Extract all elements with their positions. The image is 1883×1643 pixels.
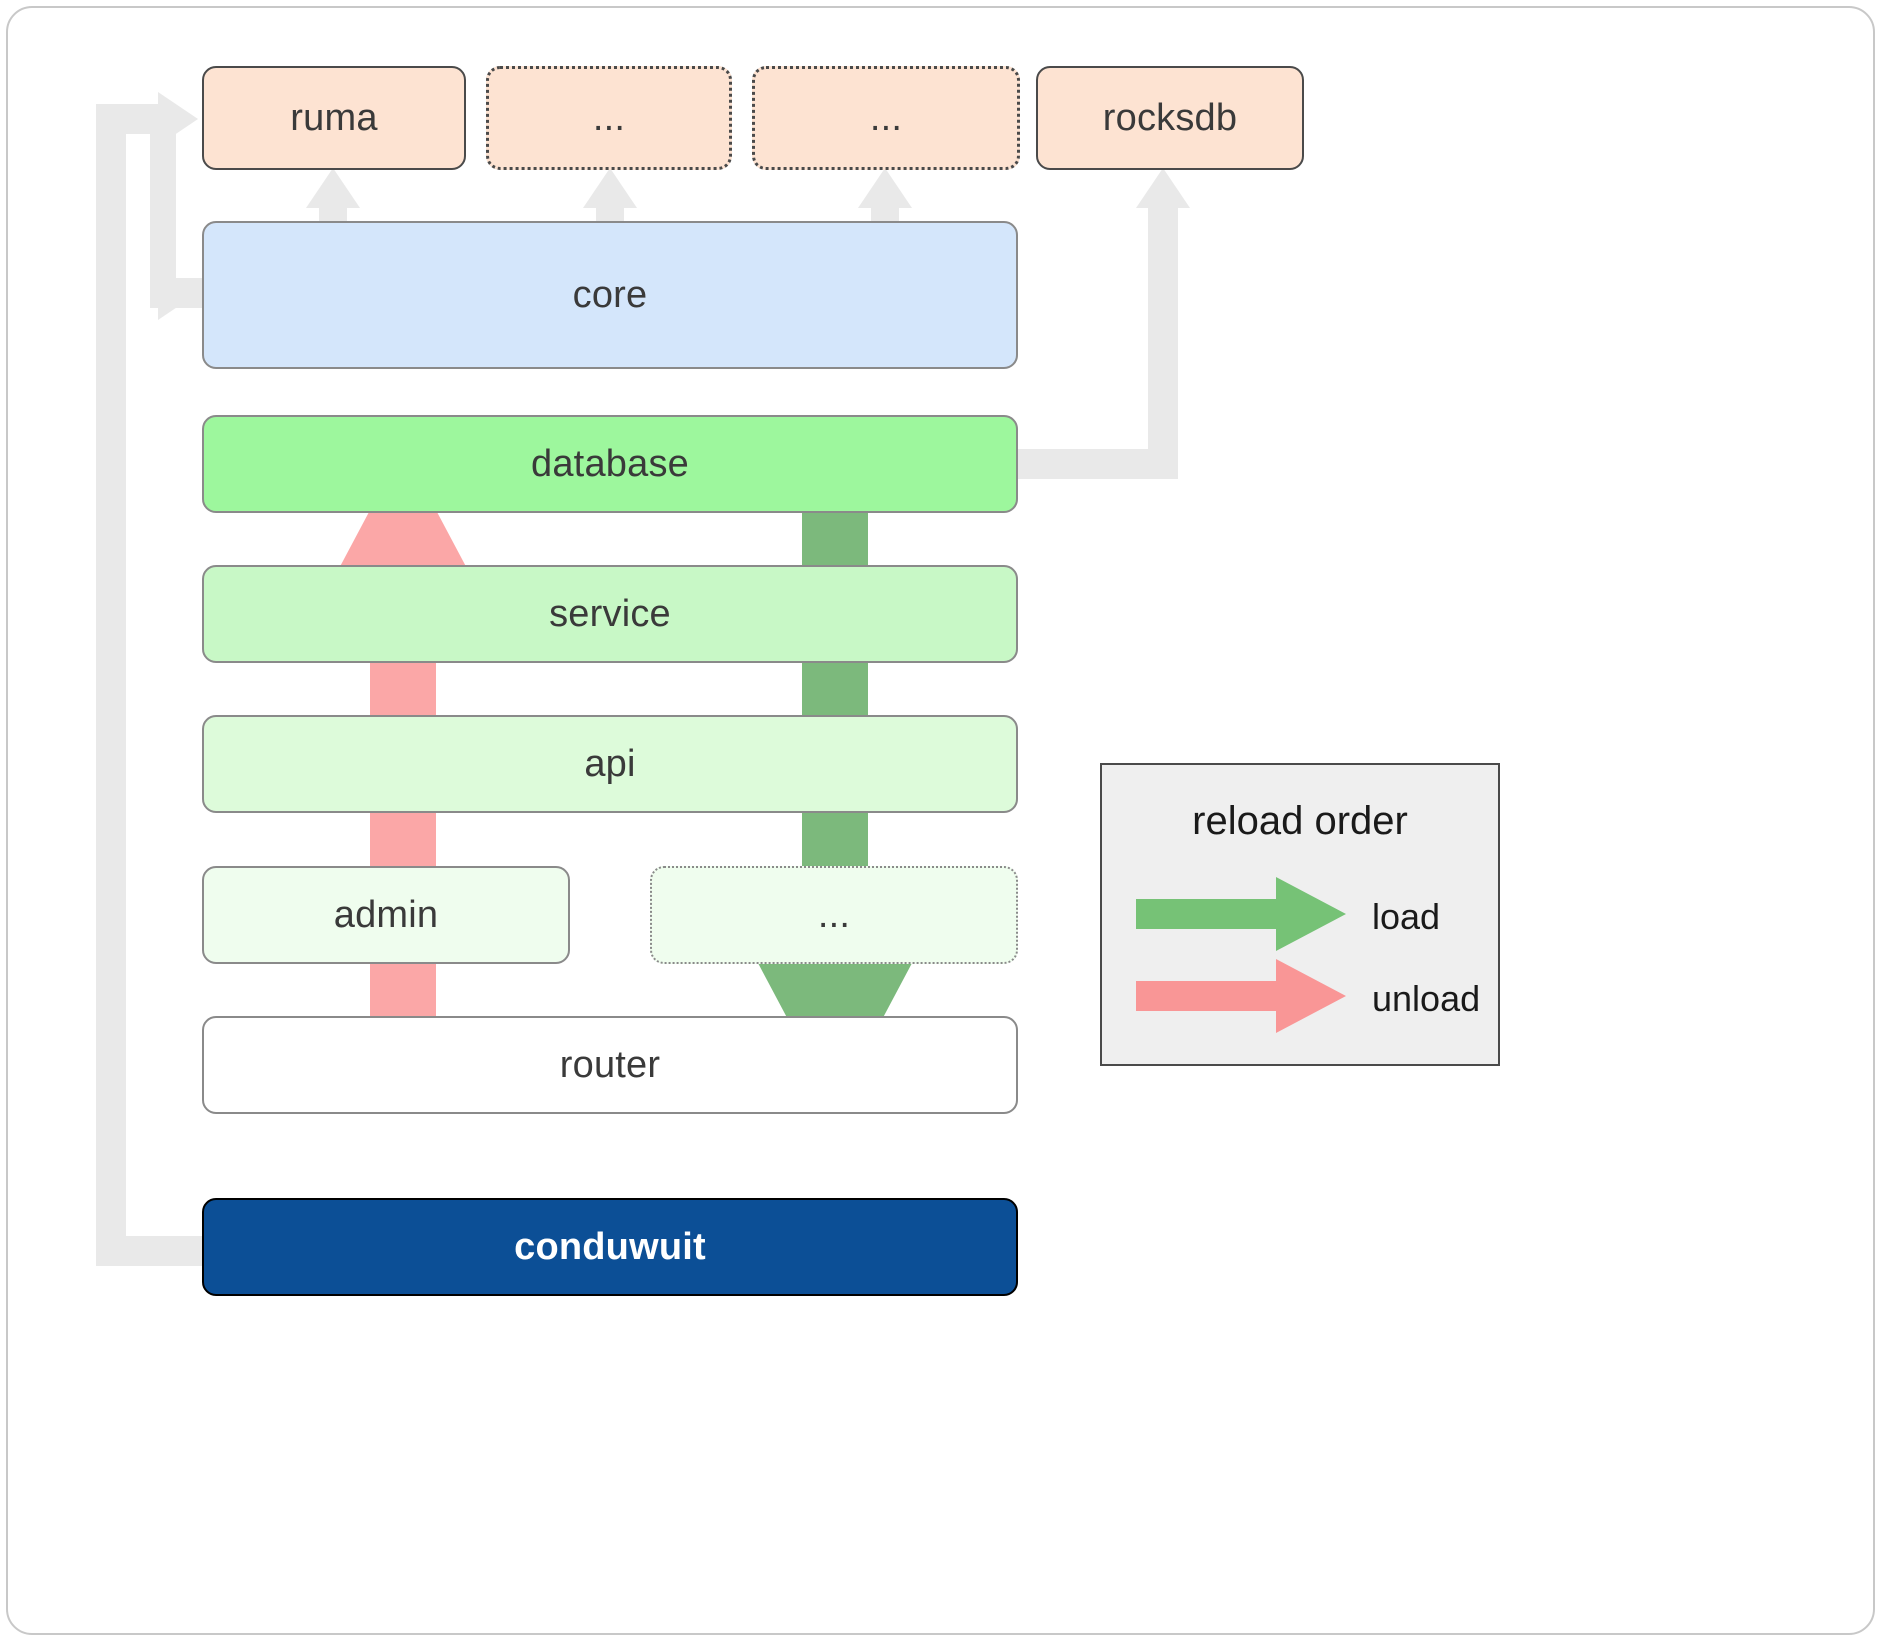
node-ext-a-label: ... [592,96,626,139]
legend-load-arrow-icon [1136,877,1346,956]
node-core[interactable]: core [202,221,1018,369]
connector-left-bus-bottom [96,1236,212,1266]
node-core-label: core [572,273,648,316]
legend-box: reload order load unload [1100,763,1500,1066]
legend-row-unload: unload [1136,959,1480,1038]
connector-bus-to-core-head [158,266,198,320]
node-ruma[interactable]: ruma [202,66,466,170]
node-rocksdb[interactable]: rocksdb [1036,66,1304,170]
connector-db-to-rocksdb-head [1136,168,1190,208]
node-admin[interactable]: admin [202,866,570,964]
connector-core-to-ext-b-head [858,168,912,208]
connector-left-bus-vertical [96,104,126,1264]
node-admin-more[interactable]: ... [650,866,1018,964]
legend-load-label: load [1372,895,1441,937]
legend-unload-arrow-icon [1136,959,1346,1038]
node-rocksdb-label: rocksdb [1102,96,1238,139]
node-service[interactable]: service [202,565,1018,663]
node-database[interactable]: database [202,415,1018,513]
node-ext-b-label: ... [869,96,903,139]
node-api[interactable]: api [202,715,1018,813]
node-router-label: router [559,1043,661,1086]
node-database-label: database [531,442,689,485]
node-service-label: service [549,592,671,635]
connector-db-to-rocksdb-vertical [1148,200,1178,462]
node-conduwuit[interactable]: conduwuit [202,1198,1018,1296]
legend-title: reload order [1192,799,1408,843]
node-admin-more-label: ... [817,893,851,936]
node-ext-a[interactable]: ... [486,66,732,170]
node-router[interactable]: router [202,1016,1018,1114]
node-conduwuit-label: conduwuit [514,1225,706,1268]
node-admin-label: admin [333,893,439,936]
node-ruma-label: ruma [290,96,378,139]
connector-core-to-ext-a-head [583,168,637,208]
node-api-label: api [584,742,636,785]
legend-unload-label: unload [1372,977,1481,1019]
connector-core-to-ruma-head [306,168,360,208]
legend-row-load: load [1136,877,1440,956]
node-ext-b[interactable]: ... [752,66,1020,170]
